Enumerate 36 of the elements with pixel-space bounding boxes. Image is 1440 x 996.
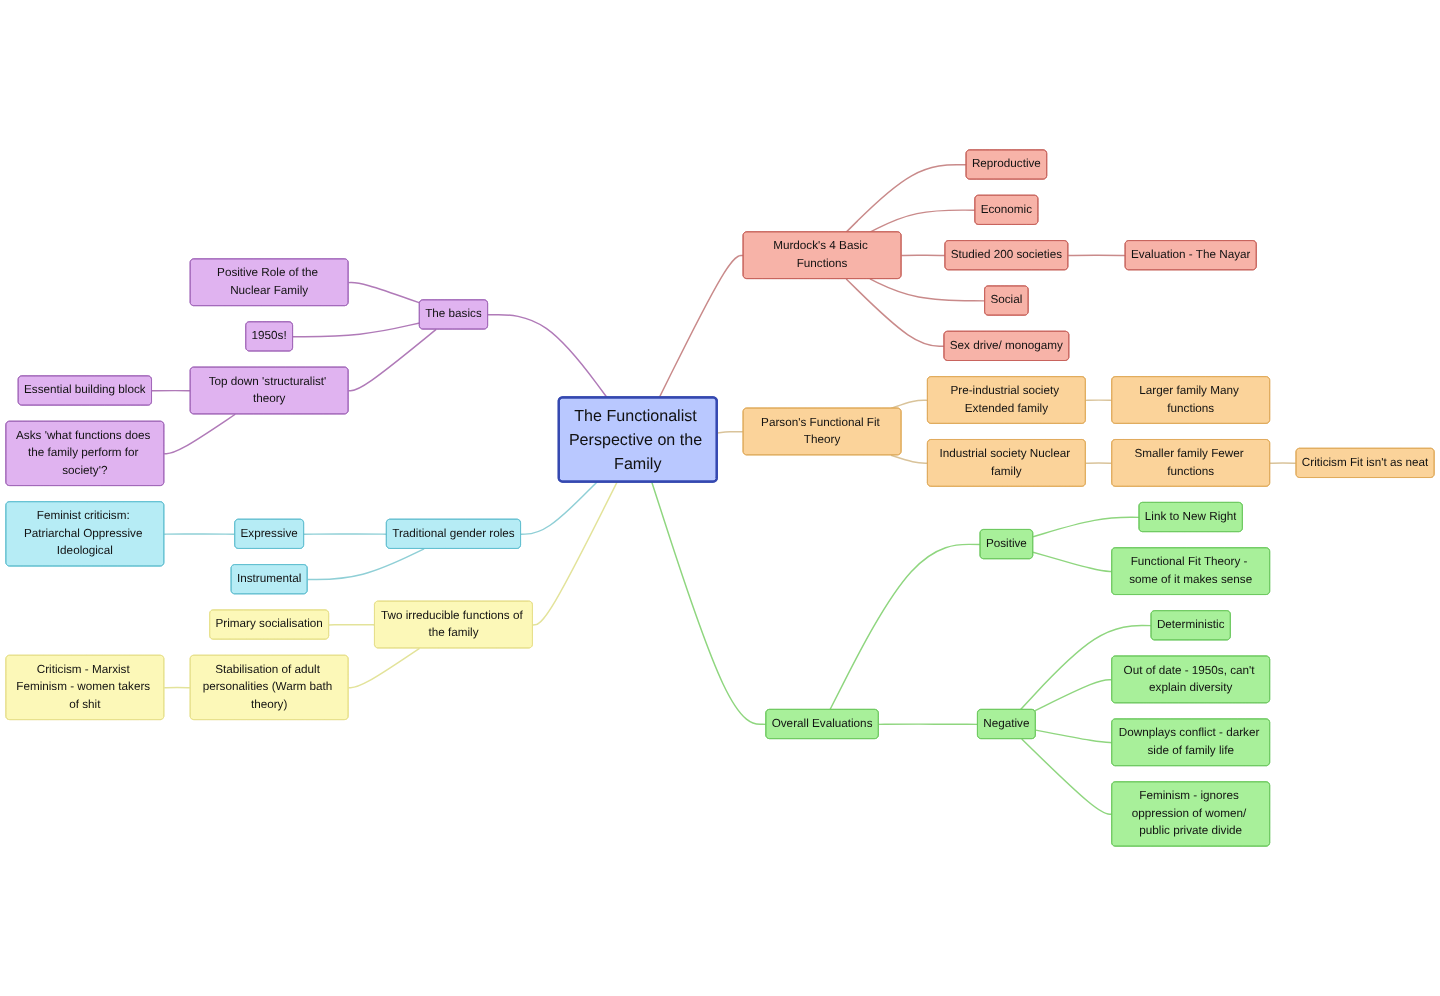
connector [658, 254, 745, 399]
connector [306, 548, 425, 581]
connector [347, 328, 437, 392]
connector [1269, 462, 1298, 464]
connector [890, 454, 929, 464]
connector [520, 481, 598, 535]
connector [877, 723, 979, 726]
connector [1067, 254, 1127, 257]
connector [487, 314, 608, 399]
connector [1021, 738, 1113, 816]
connector [151, 389, 192, 392]
connector [869, 209, 976, 233]
connector [328, 623, 376, 626]
connector [716, 430, 745, 434]
connector [1033, 678, 1113, 712]
connector [347, 647, 421, 689]
connector [869, 278, 986, 302]
connector [829, 543, 982, 711]
connector [303, 533, 388, 535]
connector [890, 399, 929, 410]
connector [347, 281, 421, 304]
connector [845, 164, 968, 233]
connector [1032, 551, 1113, 573]
connector [1032, 516, 1141, 538]
connector [163, 413, 236, 455]
connector [532, 481, 618, 626]
connector [651, 481, 767, 726]
connector [1085, 462, 1113, 464]
connector [163, 533, 236, 535]
connector [163, 686, 192, 689]
connector [845, 278, 946, 347]
connector [292, 322, 421, 338]
connector [1019, 624, 1153, 711]
connector [900, 254, 946, 257]
connector [1085, 399, 1113, 402]
connector [1034, 729, 1113, 744]
